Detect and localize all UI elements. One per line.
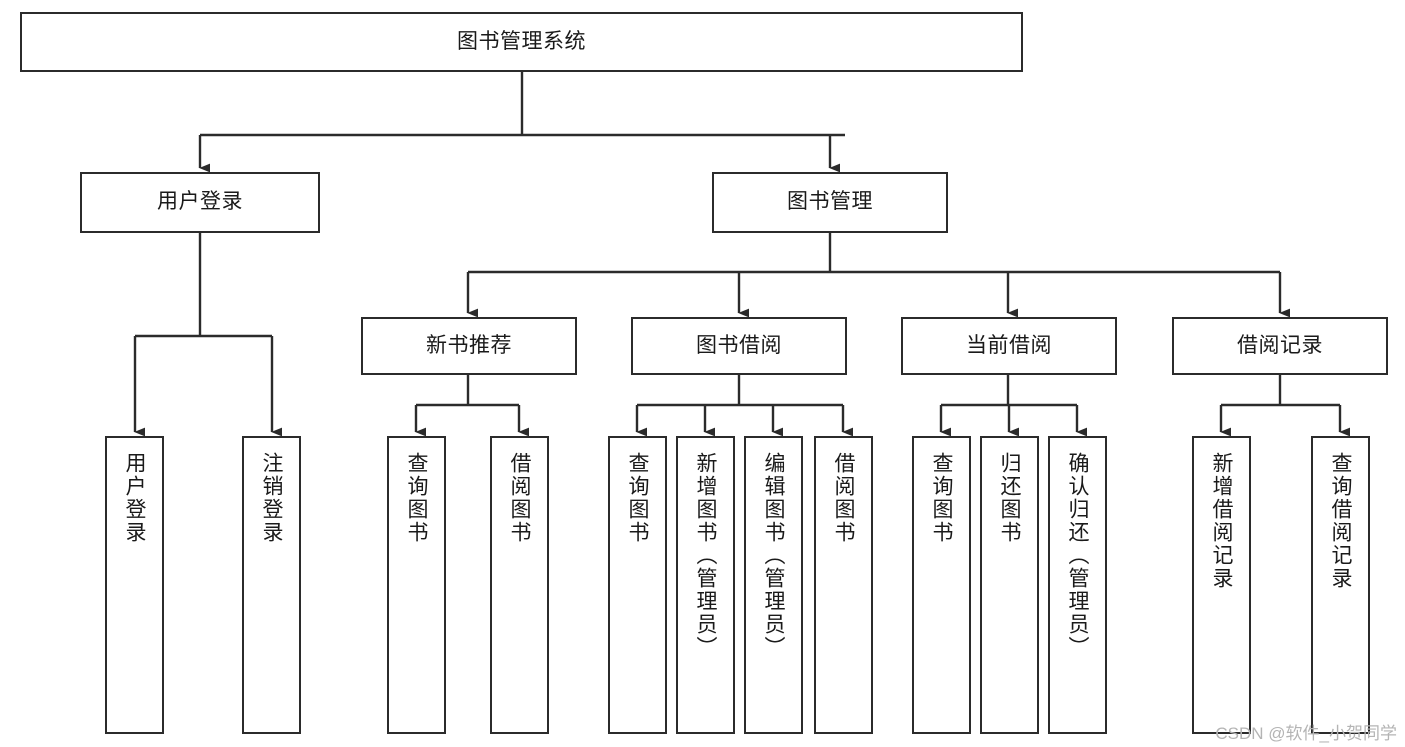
- node-leaf-user-login[interactable]: 用户登录: [105, 436, 164, 734]
- node-leaf-query-book-1-label: 查询图书: [405, 452, 428, 544]
- node-root[interactable]: 图书管理系统: [20, 12, 1023, 72]
- node-user-login-label: 用户登录: [157, 190, 243, 214]
- node-new-book-rec[interactable]: 新书推荐: [361, 317, 577, 375]
- node-book-borrow[interactable]: 图书借阅: [631, 317, 847, 375]
- node-root-label: 图书管理系统: [457, 29, 586, 53]
- node-leaf-logout[interactable]: 注销登录: [242, 436, 301, 734]
- node-leaf-return-book[interactable]: 归还图书: [980, 436, 1039, 734]
- node-leaf-add-book-admin-label: 新增图书（管理员）: [694, 452, 717, 659]
- node-leaf-query-record-label: 查询借阅记录: [1329, 452, 1352, 590]
- node-leaf-query-book-2[interactable]: 查询图书: [608, 436, 667, 734]
- node-leaf-query-record[interactable]: 查询借阅记录: [1311, 436, 1370, 734]
- node-leaf-confirm-return-admin-label: 确认归还（管理员）: [1066, 452, 1089, 659]
- node-leaf-query-book-3[interactable]: 查询图书: [912, 436, 971, 734]
- node-leaf-add-book-admin[interactable]: 新增图书（管理员）: [676, 436, 735, 734]
- node-leaf-add-record-label: 新增借阅记录: [1210, 452, 1233, 590]
- node-current-borrow[interactable]: 当前借阅: [901, 317, 1117, 375]
- node-leaf-borrow-book-2[interactable]: 借阅图书: [814, 436, 873, 734]
- node-leaf-confirm-return-admin[interactable]: 确认归还（管理员）: [1048, 436, 1107, 734]
- node-leaf-edit-book-admin-label: 编辑图书（管理员）: [762, 452, 785, 659]
- node-leaf-user-login-label: 用户登录: [123, 452, 146, 544]
- node-new-book-rec-label: 新书推荐: [426, 333, 512, 357]
- node-leaf-edit-book-admin[interactable]: 编辑图书（管理员）: [744, 436, 803, 734]
- node-leaf-borrow-book-2-label: 借阅图书: [832, 452, 855, 544]
- node-leaf-borrow-book-1[interactable]: 借阅图书: [490, 436, 549, 734]
- node-leaf-add-record[interactable]: 新增借阅记录: [1192, 436, 1251, 734]
- node-leaf-query-book-3-label: 查询图书: [930, 452, 953, 544]
- node-leaf-return-book-label: 归还图书: [998, 452, 1021, 544]
- node-borrow-record-label: 借阅记录: [1237, 333, 1323, 357]
- node-leaf-query-book-1[interactable]: 查询图书: [387, 436, 446, 734]
- node-book-manage[interactable]: 图书管理: [712, 172, 948, 233]
- node-leaf-query-book-2-label: 查询图书: [626, 452, 649, 544]
- csdn-watermark: CSDN @软件_小贺同学: [1215, 724, 1397, 743]
- node-current-borrow-label: 当前借阅: [966, 333, 1052, 357]
- node-book-borrow-label: 图书借阅: [696, 333, 782, 357]
- node-user-login[interactable]: 用户登录: [80, 172, 320, 233]
- node-borrow-record[interactable]: 借阅记录: [1172, 317, 1388, 375]
- node-book-manage-label: 图书管理: [787, 190, 873, 214]
- node-leaf-logout-label: 注销登录: [260, 452, 283, 544]
- node-leaf-borrow-book-1-label: 借阅图书: [508, 452, 531, 544]
